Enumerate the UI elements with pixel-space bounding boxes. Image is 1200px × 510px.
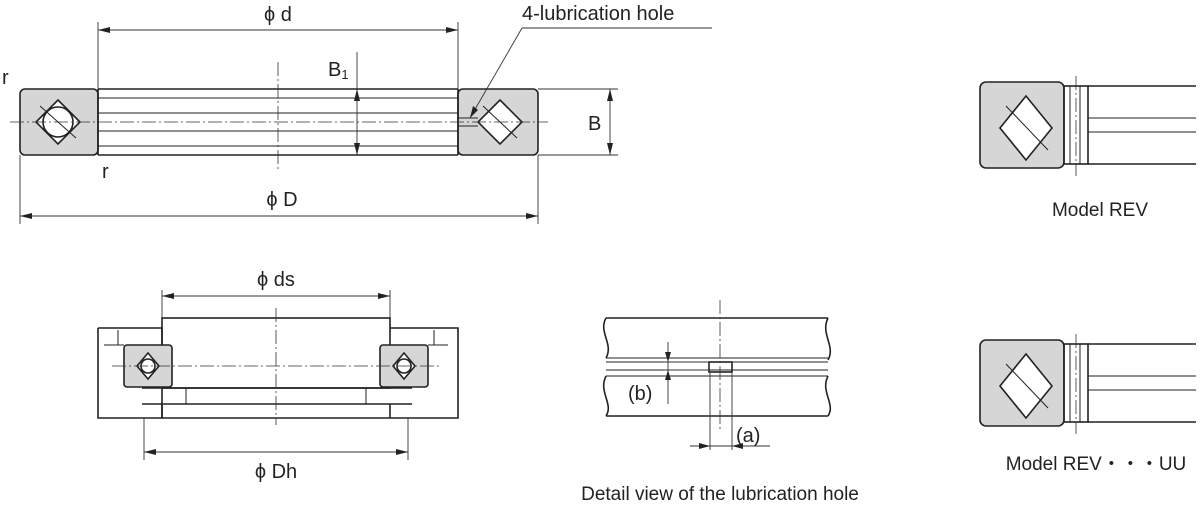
lubrication-hole-detail: (a) (b) Detail view of the lubrication h… — [581, 300, 859, 505]
lubrication-hole-slot — [708, 361, 733, 373]
caption-model-rev-uu: Model REV・・・UU — [1006, 454, 1187, 475]
label-detail-b: (b) — [628, 383, 652, 405]
label-b1: B1 — [328, 59, 349, 82]
label-detail-a: (a) — [736, 425, 760, 447]
mounting-section: ϕ ds ϕ Dh — [97, 269, 459, 483]
label-r-bottom: r — [102, 161, 109, 183]
label-phi-d: ϕ d — [264, 4, 292, 26]
label-lubrication-hole: 4-lubrication hole — [522, 3, 674, 25]
lubrication-hole-leader — [469, 27, 523, 119]
label-b: B — [588, 113, 601, 135]
model-rev-uu-detail: Model REV・・・UU — [979, 334, 1196, 475]
label-phi-ds: ϕ ds — [257, 269, 295, 291]
caption-detail-view: Detail view of the lubrication hole — [581, 484, 859, 505]
caption-model-rev: Model REV — [1052, 200, 1148, 221]
model-rev-detail: Model REV — [979, 76, 1196, 221]
main-cross-section: ϕ d B1 B r r ϕ D 4-lubrication hole — [2, 3, 712, 224]
label-phi-Dh: ϕ Dh — [255, 461, 297, 483]
label-r-top: r — [2, 67, 9, 89]
label-phi-D: ϕ D — [266, 189, 297, 211]
